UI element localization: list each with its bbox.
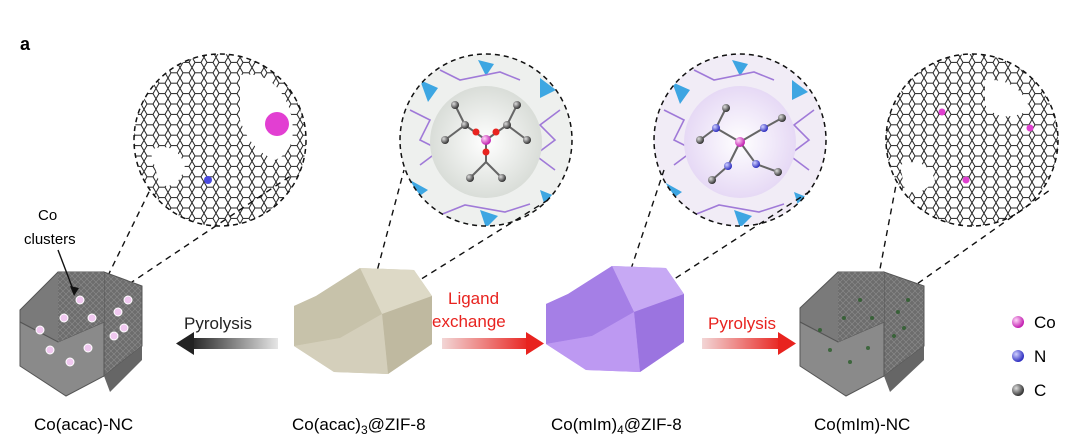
crystal-co-acac3-zif8 (294, 268, 432, 374)
material-label-co-mim-nc: Co(mIm)-NC (814, 415, 910, 434)
legend-label-n: N (1034, 347, 1046, 366)
material-label-co-acac-nc: Co(acac)-NC (34, 415, 133, 434)
crystal-co-mim4-zif8 (546, 266, 684, 372)
step-label-ligand: Ligand (448, 289, 499, 308)
zoom-circle-co-acac-nc (133, 53, 307, 227)
legend-co-icon (1012, 316, 1024, 328)
zoom-circle-co-mim-nc (885, 53, 1059, 227)
annotation-line2: clusters (24, 231, 76, 248)
legend-label-co: Co (1034, 313, 1056, 332)
material-label-co-acac3-zif8: Co(acac)3@ZIF-8 (292, 415, 426, 437)
zoom-guide-lines (97, 169, 1051, 297)
annotation-pointer (57, 249, 75, 293)
arrow-pyrolysis-left (176, 332, 278, 355)
arrow-ligand-exchange (442, 332, 544, 355)
step-label-pyrolysis-right: Pyrolysis (708, 314, 776, 333)
crystal-co-acac-nc (19, 271, 143, 397)
arrow-pyrolysis-right (702, 332, 796, 355)
step-label-pyrolysis-left: Pyrolysis (184, 314, 252, 333)
legend-n-icon (1012, 350, 1024, 362)
annotation-line1: Co (38, 207, 57, 224)
legend: Co N C (1012, 313, 1056, 400)
zoom-circle-co-acac3-zif8 (399, 53, 573, 227)
zoom-circle-co-mim4-zif8 (653, 53, 827, 227)
crystal-co-mim-nc (799, 271, 925, 397)
legend-label-c: C (1034, 381, 1046, 400)
legend-c-icon (1012, 384, 1024, 396)
co-cluster-icon (265, 112, 289, 136)
material-label-co-mim4-zif8: Co(mIm)4@ZIF-8 (551, 415, 682, 437)
step-label-exchange: exchange (432, 312, 506, 331)
panel-label: a (20, 34, 31, 54)
